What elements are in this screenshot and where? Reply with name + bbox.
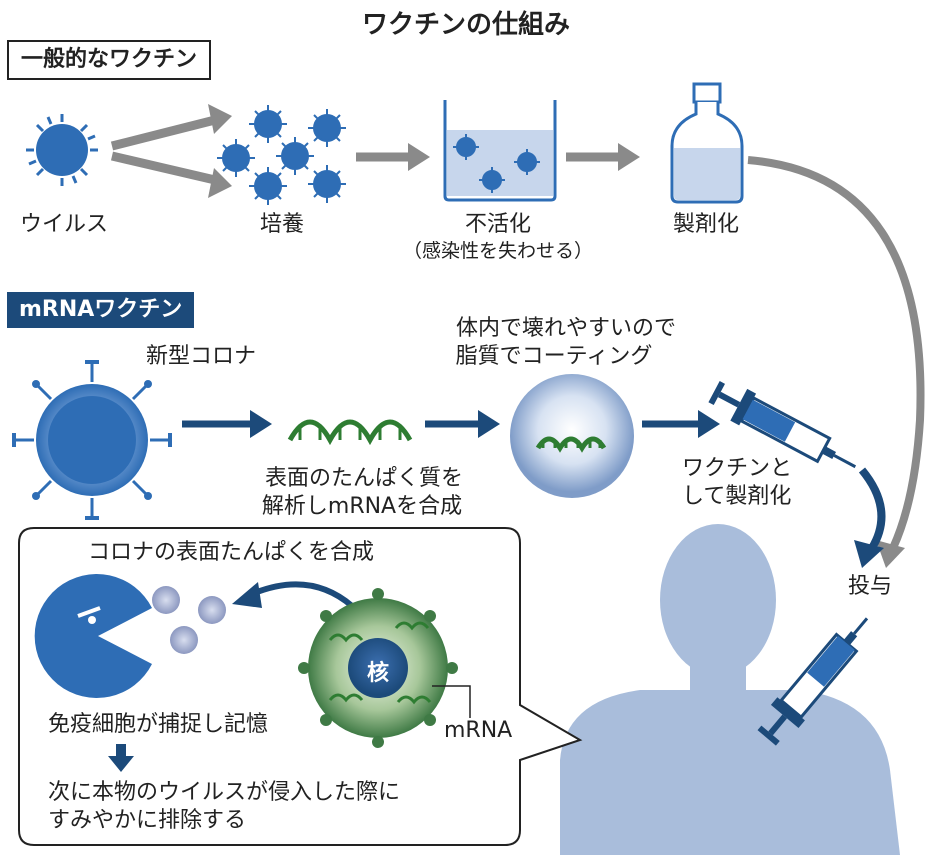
immune-cell-eyebrow (77, 606, 101, 618)
label-coating-line1: 体内で壊れやすいので (455, 316, 677, 341)
label-new-corona: 新型コロナ (146, 344, 257, 369)
result-down-arrow-icon (108, 744, 134, 772)
label-inactivation: 不活化 (464, 212, 532, 237)
immune-cell-icon (34, 574, 152, 698)
immune-cell-eye (88, 616, 96, 624)
label-inactivation-note: （感染性を失わせる） (402, 240, 594, 262)
label-coating-line2: 脂質でコーティング (455, 344, 653, 369)
lipid-nanoparticle-icon (510, 374, 634, 498)
virus-icon (26, 114, 98, 186)
cultured-virus-cluster-icon (217, 105, 346, 205)
injection-syringe-icon (757, 617, 869, 746)
diagram-title: ワクチンの仕組み (361, 10, 571, 40)
host-cell-icon (298, 588, 458, 748)
callout-result-line1: 次に本物のウイルスが侵入した際に (48, 780, 401, 805)
section-label-conventional: 一般的なワクチン (7, 40, 212, 80)
label-culture: 培養 (259, 212, 305, 237)
mrna-leader-line (432, 685, 471, 718)
arrow-syringe-to-administration (858, 467, 886, 551)
label-analysis-line1: 表面のたんぱく質を (264, 466, 464, 491)
arrow-protein-release (250, 581, 354, 609)
surface-protein-icon (152, 586, 226, 654)
arrow-to-culture-upper (110, 115, 217, 151)
beaker-icon (443, 100, 557, 202)
mrna-strand-icon (287, 419, 413, 446)
label-analysis-line2: 解析しmRNAを合成 (261, 494, 463, 519)
label-administration: 投与 (848, 574, 893, 599)
section-label-mrna: mRNAワクチン (7, 292, 195, 328)
callout-immune-memory: 免疫細胞が捕捉し記憶 (48, 712, 269, 737)
label-vaccine-line1: ワクチンと (682, 456, 793, 481)
nucleus-label: 核 (367, 661, 390, 686)
vial-icon (670, 82, 744, 204)
arrow-to-administration (747, 156, 925, 550)
label-virus: ウイルス (19, 212, 109, 237)
label-formulation: 製剤化 (672, 212, 740, 237)
arrow-to-culture-lower (110, 151, 217, 185)
callout-synthesis-text: コロナの表面たんぱくを合成 (88, 540, 375, 565)
coronavirus-icon (12, 360, 172, 520)
human-silhouette-icon (560, 524, 900, 855)
syringe-icon (708, 381, 857, 469)
label-vaccine-line2: して製剤化 (682, 484, 792, 509)
mrna-label: mRNA (444, 718, 513, 743)
nucleus-icon (348, 638, 408, 698)
callout-result-line2: すみやかに排除する (48, 808, 247, 833)
